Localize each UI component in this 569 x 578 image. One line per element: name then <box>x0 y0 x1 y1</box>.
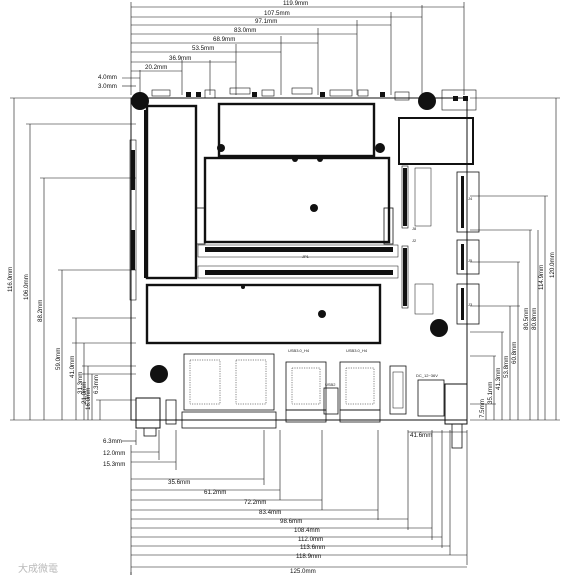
dim-bottom-13: 125.0mm <box>290 568 316 575</box>
dim-left-1: 116.0mm <box>7 267 14 292</box>
dim-right-8: 35.1mm <box>487 382 494 404</box>
jp1-label: JP1 <box>302 254 310 259</box>
dim-left-4: 59.0mm <box>55 348 62 370</box>
j5-label: J5 <box>468 258 473 263</box>
dim-right-2: 114.9mm <box>538 265 545 290</box>
j3-label: J3 <box>468 302 473 307</box>
dim-bottom-4: 35.6mm <box>168 479 190 486</box>
dim-right-1: 120.0mm <box>549 252 556 278</box>
dim-top-7: 36.9mm <box>169 55 191 62</box>
dim-bottom-12: 118.9mm <box>296 553 321 560</box>
left-pin-header <box>129 139 137 301</box>
dim-bottom-2: 12.0mm <box>103 450 125 457</box>
dim-bottom-1: 6.3mm <box>103 438 122 445</box>
dim-bottom-7: 83.4mm <box>259 509 281 516</box>
top-edge-headers <box>151 87 477 111</box>
ddr-slots <box>197 244 399 279</box>
dim-left-2: 106.0mm <box>23 274 30 300</box>
dim-right-5: 60.8mm <box>511 342 518 364</box>
mount-hole-top-right <box>418 92 436 110</box>
usb2-label: USB2 <box>325 382 336 387</box>
dim-left-7: 21.0mm <box>81 382 88 404</box>
dim-top-10: 3.0mm <box>98 83 117 90</box>
dim-bottom-8: 98.6mm <box>280 518 302 525</box>
mount-hole-right-mid <box>430 319 448 337</box>
msata-module <box>145 104 198 280</box>
dim-left-3: 88.2mm <box>37 300 44 322</box>
right-dimension-labels: 120.0mm 114.9mm 80.8mm 80.5mm 60.8mm 53.… <box>479 252 556 418</box>
top-edge-pins <box>186 92 468 101</box>
left-dimension-labels: 116.0mm 106.0mm 88.2mm 59.0mm 41.0mm 31.… <box>7 267 100 410</box>
mount-hole-top-left <box>131 92 149 110</box>
dim-bottom-3: 15.3mm <box>103 461 125 468</box>
dim-right-4: 80.5mm <box>523 308 530 330</box>
msata-socket <box>144 110 148 278</box>
dim-right-7: 41.3mm <box>495 368 502 390</box>
dim-top-2: 107.5mm <box>264 10 290 17</box>
dim-right-3: 80.8mm <box>531 308 538 330</box>
ddr-module <box>203 156 391 244</box>
dim-bottom-6: 72.2mm <box>244 499 266 506</box>
right-edge-pins <box>461 176 464 320</box>
top-module <box>217 102 376 158</box>
bottom-dimension-labels: 6.3mm 12.0mm 15.3mm 35.6mm 61.2mm 72.2mm… <box>103 432 432 575</box>
dim-bottom-9: 108.4mm <box>294 527 320 534</box>
dim-left-8: 16.0mm <box>85 388 92 410</box>
dim-bottom-5: 61.2mm <box>204 489 226 496</box>
dim-right-6: 53.8mm <box>503 356 510 378</box>
j2-label: J2 <box>412 238 417 243</box>
board-labels: USB3.0_H4 USB3.0_H4 USB2 DC_12~36V J4 J5… <box>288 196 473 387</box>
right-edge-connectors <box>456 171 480 325</box>
dc-in-label: DC_12~36V <box>416 373 438 378</box>
top-dimension-arrows <box>122 6 464 87</box>
right-headers <box>401 165 434 315</box>
right-dimension-arrows <box>485 98 557 420</box>
dim-bottom-11: 113.6mm <box>300 544 325 551</box>
extension-lines <box>10 2 560 575</box>
dim-top-5: 68.9mm <box>213 36 235 43</box>
bottom-dimension-arrows <box>122 431 467 568</box>
watermark-text: 大成微電 <box>18 562 58 575</box>
mount-hole-bottom-left <box>150 365 168 383</box>
mounting-holes <box>131 92 448 383</box>
dim-top-1: 119.9mm <box>283 0 308 7</box>
mini-pcie-module <box>145 283 382 345</box>
left-dimension-arrows <box>13 98 101 420</box>
dim-top-4: 83.0mm <box>234 27 256 34</box>
dim-left-9: 6.3mm <box>93 375 100 394</box>
j8-label: J8 <box>412 226 417 231</box>
usb30-label-2: USB3.0_H4 <box>346 348 368 353</box>
j4-label: J4 <box>468 196 473 201</box>
dim-left-5: 41.0mm <box>69 356 76 378</box>
dim-bottom-14: 41.6mm <box>410 432 432 439</box>
rj45-top-right <box>398 117 474 165</box>
dim-right-9: 7.5mm <box>479 399 486 418</box>
top-dimension-labels: 119.9mm 107.5mm 97.1mm 83.0mm 68.9mm 53.… <box>98 0 308 90</box>
dim-top-9: 4.0mm <box>98 74 117 81</box>
dim-bottom-10: 112.0mm <box>298 536 323 543</box>
watermark: 大成微電 <box>18 562 58 575</box>
usb30-label-1: USB3.0_H4 <box>288 348 310 353</box>
dim-top-8: 20.2mm <box>145 64 167 71</box>
bottom-connectors <box>135 353 468 449</box>
dim-left-6: 31.3mm <box>77 372 84 394</box>
board-outline <box>130 97 468 421</box>
dim-top-6: 53.5mm <box>192 45 214 52</box>
dim-top-3: 97.1mm <box>255 18 277 25</box>
